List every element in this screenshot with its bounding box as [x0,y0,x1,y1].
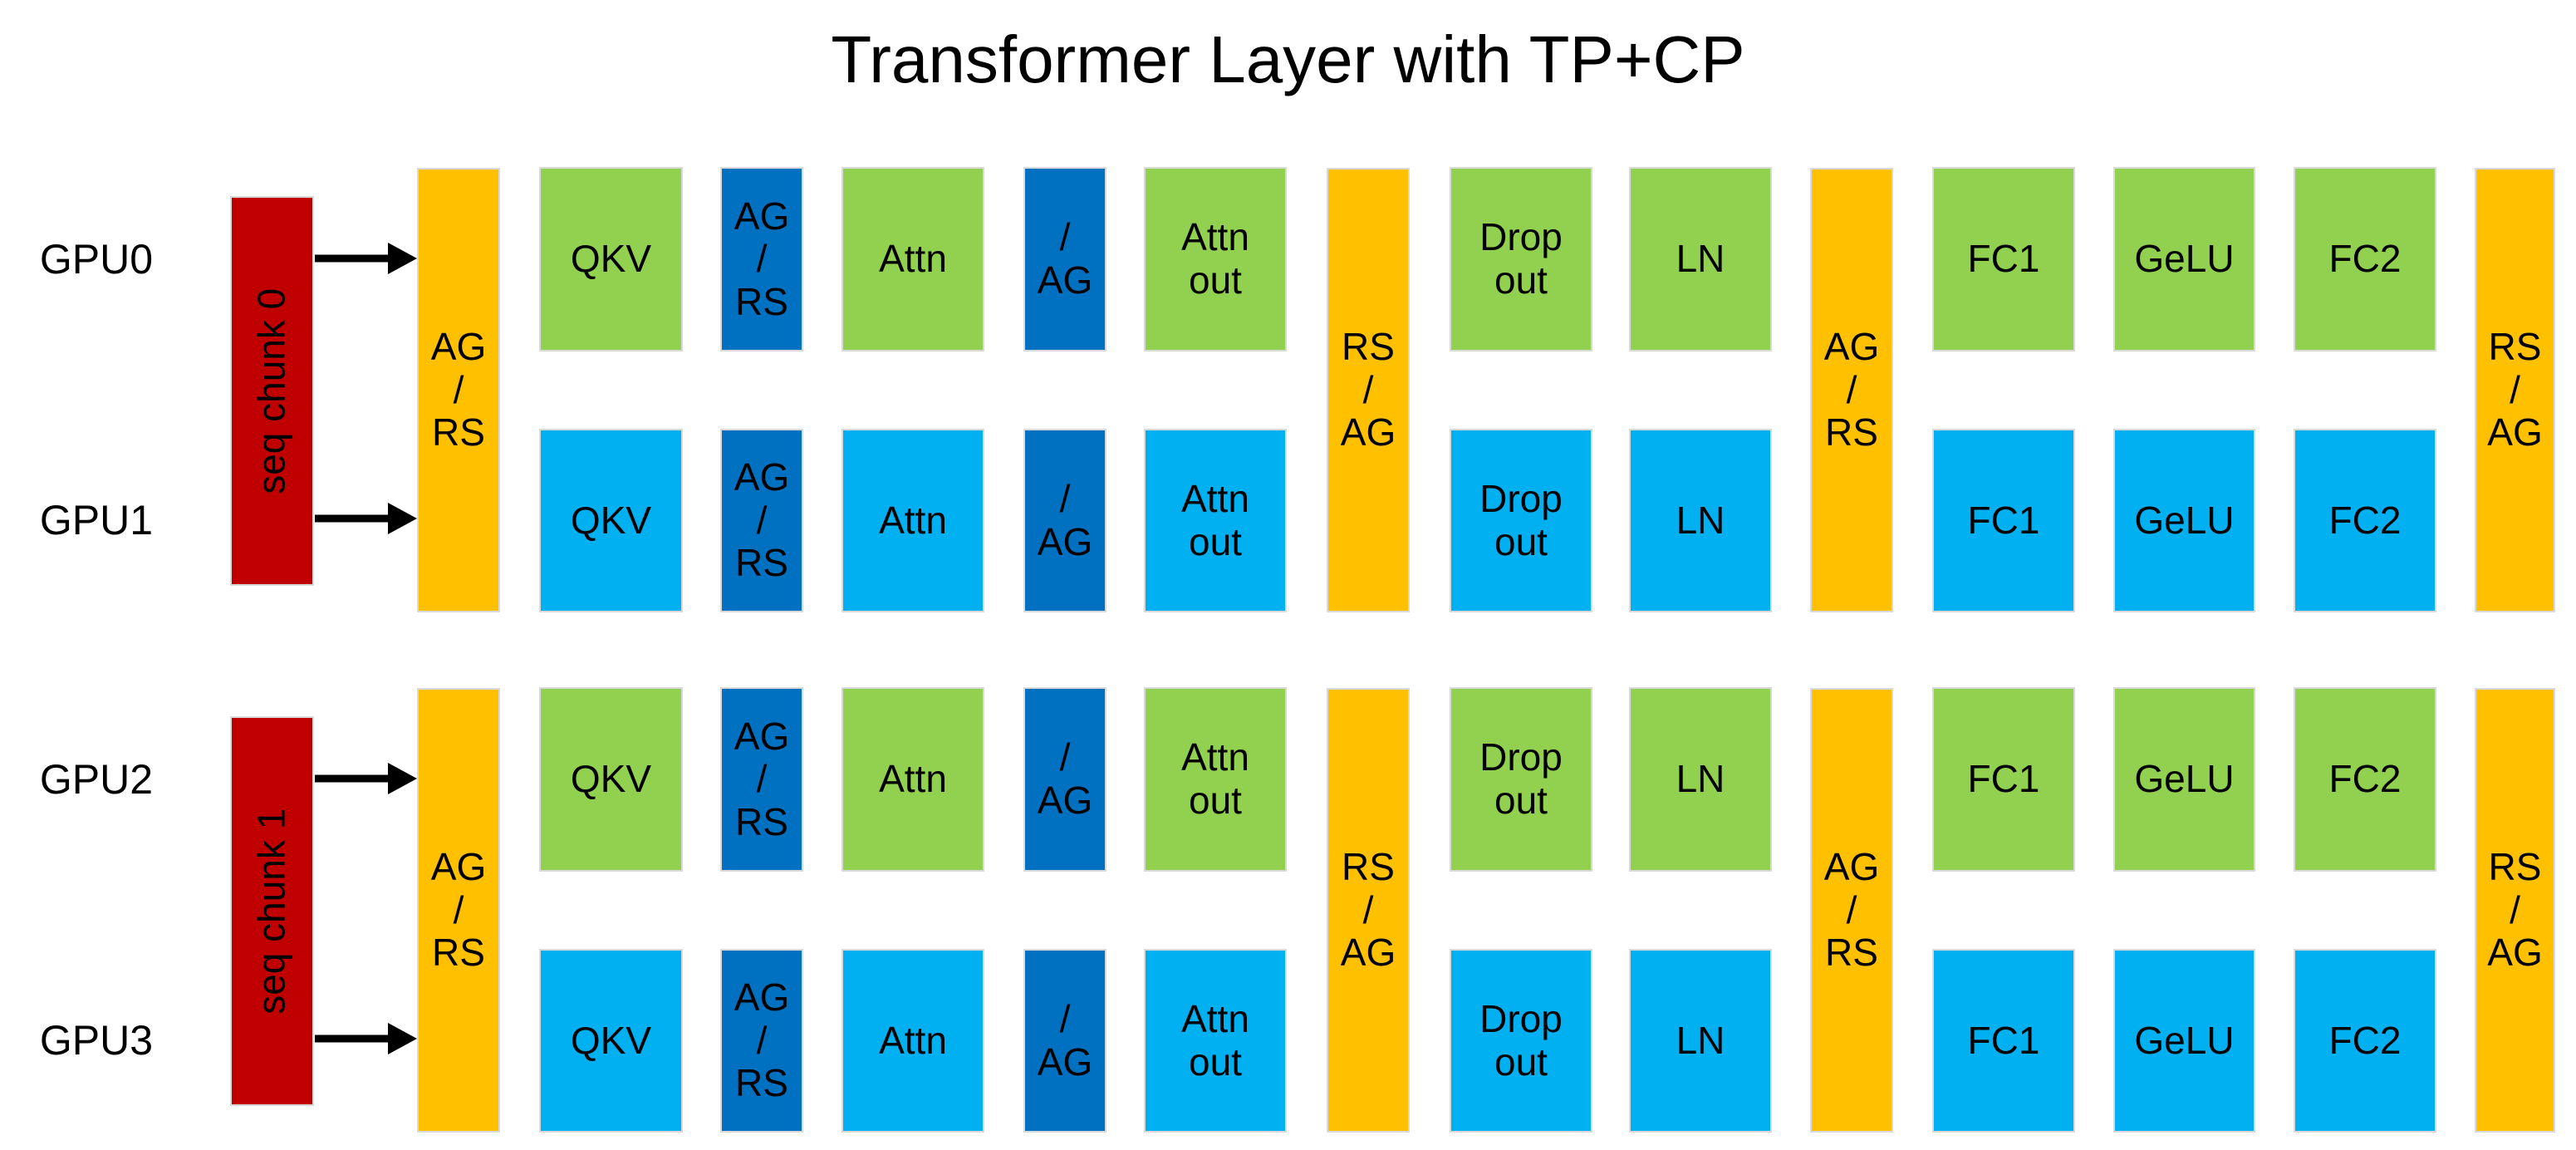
qkv-box-gpu1: QKV [539,429,683,612]
attn-out-box-gpu1: Attn out [1144,429,1287,612]
qkv-box-gpu2: QKV [539,687,683,872]
attn-comm-ag-box-gpu3: / AG [1023,949,1106,1133]
gelu-box-gpu1: GeLU [2113,429,2255,612]
comm-col-in-ag-rs: AG / RS [417,168,500,612]
comm-col-mlp-ag-rs: AG / RS [1810,168,1893,612]
gpu0-label: GPU0 [39,236,154,283]
seq-chunk-0-box: seq chunk 0 [230,196,314,586]
comm-col-out-rs-ag: RS / AG [2475,688,2555,1133]
attn-out-box-gpu2: Attn out [1144,687,1287,872]
ln-box-gpu2: LN [1629,687,1772,872]
dropout-box-gpu2: Drop out [1450,687,1592,872]
comm-col-attn-rs-ag: RS / AG [1327,688,1410,1133]
gpu2-label: GPU2 [39,756,154,803]
arrow-right-icon [315,763,417,794]
seq-chunk-0-label: seq chunk 0 [249,288,293,494]
attn-comm-ag-rs-box-gpu3: AG / RS [720,949,803,1133]
arrow-right-icon [315,1023,417,1054]
fc1-box-gpu0: FC1 [1932,167,2075,351]
comm-col-in-ag-rs: AG / RS [417,688,500,1133]
fc2-box-gpu2: FC2 [2294,687,2436,872]
gpu1-label: GPU1 [39,497,154,543]
seq-chunk-1-box: seq chunk 1 [230,716,314,1106]
fc1-box-gpu1: FC1 [1932,429,2075,612]
comm-col-out-rs-ag: RS / AG [2475,168,2555,612]
attn-out-box-gpu0: Attn out [1144,167,1287,351]
dropout-box-gpu1: Drop out [1450,429,1592,612]
qkv-box-gpu3: QKV [539,949,683,1133]
arrow-right-icon [315,243,417,274]
attn-box-gpu0: Attn [841,167,984,351]
fc1-box-gpu2: FC1 [1932,687,2075,872]
attn-out-box-gpu3: Attn out [1144,949,1287,1133]
gelu-box-gpu3: GeLU [2113,949,2255,1133]
ln-box-gpu0: LN [1629,167,1772,351]
gelu-box-gpu0: GeLU [2113,167,2255,351]
attn-comm-ag-rs-box-gpu2: AG / RS [720,687,803,872]
ln-box-gpu1: LN [1629,429,1772,612]
attn-box-gpu3: Attn [841,949,984,1133]
diagram-title: Transformer Layer with TP+CP [831,22,1745,96]
fc1-box-gpu3: FC1 [1932,949,2075,1133]
gelu-box-gpu2: GeLU [2113,687,2255,872]
attn-box-gpu2: Attn [841,687,984,872]
fc2-box-gpu0: FC2 [2294,167,2436,351]
comm-col-attn-rs-ag: RS / AG [1327,168,1410,612]
dropout-box-gpu0: Drop out [1450,167,1592,351]
arrow-right-icon [315,503,417,534]
seq-chunk-1-label: seq chunk 1 [249,808,293,1015]
gpu3-label: GPU3 [39,1017,154,1064]
attn-comm-ag-rs-box-gpu0: AG / RS [720,167,803,351]
attn-comm-ag-box-gpu0: / AG [1023,167,1106,351]
fc2-box-gpu1: FC2 [2294,429,2436,612]
attn-comm-ag-rs-box-gpu1: AG / RS [720,429,803,612]
attn-comm-ag-box-gpu1: / AG [1023,429,1106,612]
gpu-group-23: GPU2 GPU3 seq chunk 1 AG / RS RS / AG AG… [0,520,2576,1150]
attn-comm-ag-box-gpu2: / AG [1023,687,1106,872]
comm-col-mlp-ag-rs: AG / RS [1810,688,1893,1133]
fc2-box-gpu3: FC2 [2294,949,2436,1133]
ln-box-gpu3: LN [1629,949,1772,1133]
qkv-box-gpu0: QKV [539,167,683,351]
attn-box-gpu1: Attn [841,429,984,612]
dropout-box-gpu3: Drop out [1450,949,1592,1133]
gpu-group-01: GPU0 GPU1 seq chunk 0 AG / RS RS / AG AG… [39,167,2555,612]
